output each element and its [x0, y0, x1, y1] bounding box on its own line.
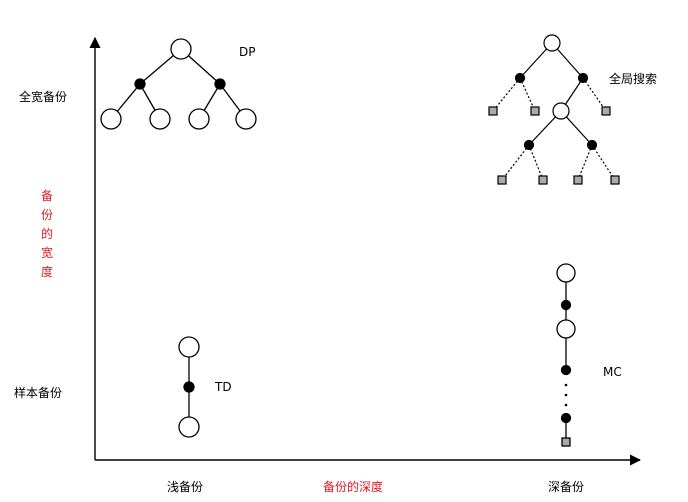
td-chain — [178, 336, 200, 438]
mc-ellipsis-dot — [564, 383, 568, 387]
x-tick-deep: 深备份 — [548, 480, 585, 494]
dp-label: DP — [239, 45, 256, 59]
dp-state-node — [149, 108, 171, 130]
gs-action-node — [523, 139, 535, 151]
mc-action-node — [560, 299, 572, 311]
mc-terminal-node — [561, 437, 571, 447]
dp-state-node — [100, 108, 122, 130]
mc-state-node — [556, 263, 576, 283]
gs-terminal-node — [538, 175, 548, 185]
mc-state-node — [556, 319, 576, 339]
td-state-node — [178, 416, 200, 438]
gs-terminal-node — [530, 106, 540, 116]
gs-state-node — [552, 102, 570, 120]
gs-terminal-node — [573, 175, 583, 185]
x-tick-shallow: 浅备份 — [167, 480, 204, 494]
td-action-node — [183, 381, 195, 393]
y-axis-title: 备份的宽度 — [40, 189, 53, 279]
gs-terminal-node — [610, 175, 620, 185]
dp-state-node — [235, 108, 257, 130]
gs-state-node — [543, 34, 561, 52]
dp-action-node — [134, 78, 146, 90]
gs-terminal-node — [601, 106, 611, 116]
gs-action-node — [577, 72, 589, 84]
dp-state-node — [170, 38, 192, 60]
gs-action-node — [586, 139, 598, 151]
mc-ellipsis-dot — [564, 393, 568, 397]
mc-action-node — [560, 412, 572, 424]
dp-tree — [100, 38, 257, 130]
td-label: TD — [215, 380, 232, 394]
mc-chain — [556, 263, 576, 447]
x-axis-title: 备份的深度 — [323, 480, 384, 494]
dp-action-node — [214, 78, 226, 90]
global-search-label: 全局搜索 — [609, 72, 658, 86]
y-tick-full-width: 全宽备份 — [19, 90, 68, 104]
td-state-node — [178, 336, 200, 358]
dp-state-node — [188, 108, 210, 130]
global-search-tree — [488, 34, 620, 185]
mc-action-node — [560, 364, 572, 376]
gs-action-node — [514, 72, 526, 84]
gs-terminal-node — [488, 106, 498, 116]
gs-terminal-node — [497, 175, 507, 185]
y-tick-sample: 样本备份 — [14, 386, 63, 400]
mc-label: MC — [603, 365, 622, 379]
mc-ellipsis-dot — [564, 403, 568, 407]
